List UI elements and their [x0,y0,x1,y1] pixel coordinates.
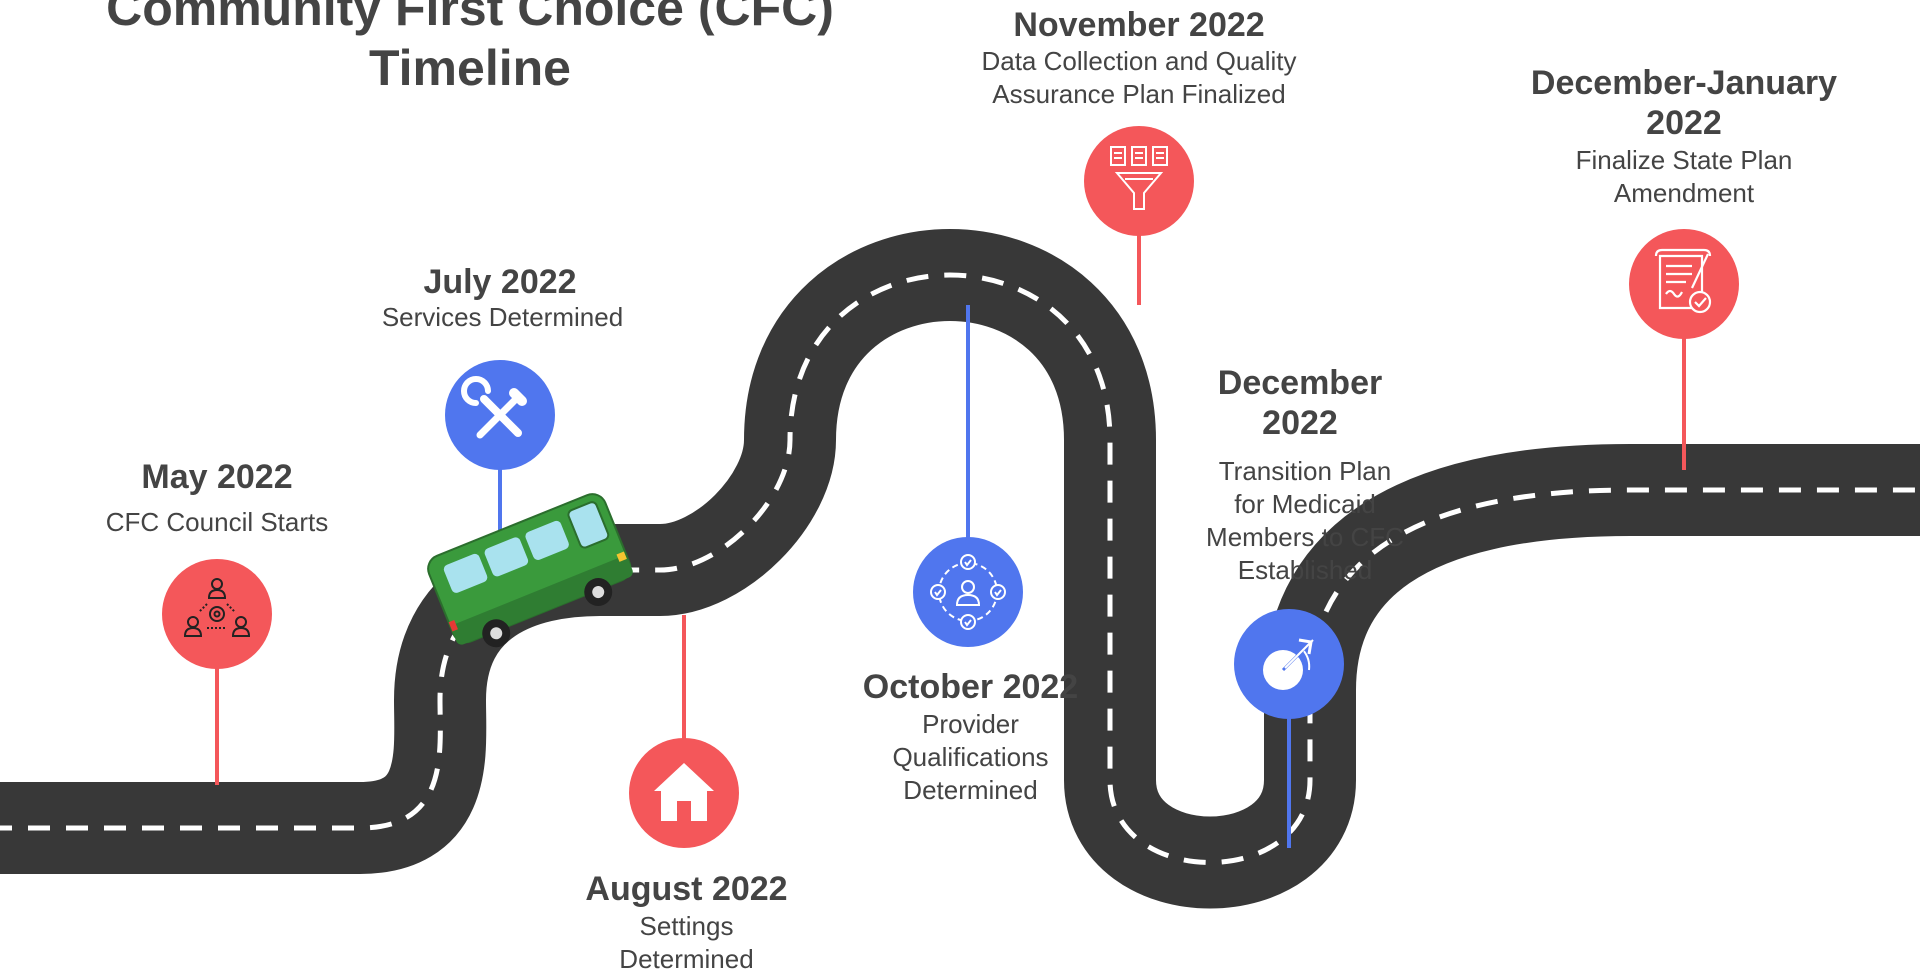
network-user-icon [930,554,1006,630]
milestone-december-description-line-2: for Medicaid [1234,489,1376,519]
bus-illustration [427,493,633,648]
wrench-screwdriver-icon [461,376,527,439]
page-title-line-1: Community First Choice (CFC) [106,0,834,36]
milestone-december-description-line-4: Established [1237,555,1373,585]
milestone-november-title: November 2022 [964,5,1314,45]
home-icon [654,763,714,821]
milestone-july-title: July 2022 [350,262,650,302]
milestone-july-title-text: July 2022 [423,263,577,301]
milestone-november-title-text: November 2022 [1013,6,1265,44]
milestone-december-title-line-1: December [1217,364,1383,402]
page-title-line-2: Timeline [369,40,571,96]
milestone-august-description-line-2: Determined [619,944,754,974]
milestone-august-title-text: August 2022 [585,870,788,908]
milestone-october-title-text: October 2022 [862,668,1079,706]
milestone-october-description-line-2: Qualifications [892,742,1049,772]
milestone-dec-jan-title-line-1: December-January [1530,64,1838,102]
milestone-december-description-line-1: Transition Plan [1218,456,1392,486]
signed-document-icon [1654,248,1712,314]
milestone-dec-jan-title-line-2: 2022 [1646,104,1722,142]
milestone-may-description: CFC Council Starts [47,506,387,539]
milestone-dec-jan-marker [1629,229,1739,339]
milestone-december-marker [1234,609,1344,719]
milestone-november-description-line-2: Assurance Plan Finalized [992,79,1286,109]
page-title: Community First Choice (CFC) Timeline [60,0,880,98]
milestone-october-title: October 2022 [818,667,1123,707]
milestone-december-description-line-3: Members to CFC [1206,522,1404,552]
milestone-dec-jan-title: December-January 2022 [1494,63,1874,143]
milestone-july-description-text: Services Determined [381,302,624,332]
milestone-august-title: August 2022 [534,869,839,909]
milestone-october-description-line-1: Provider [922,709,1019,739]
funnel-data-icon [1110,146,1168,210]
milestone-dec-jan-description: Finalize State Plan Amendment [1499,144,1869,210]
milestone-august-marker [629,738,739,848]
milestone-october-description-line-3: Determined [903,775,1038,805]
milestone-august-description-line-1: Settings [639,911,734,941]
milestone-dec-jan-description-line-2: Amendment [1613,178,1755,208]
transition-arrow-icon [1263,638,1314,690]
team-gear-icon [183,578,251,637]
milestone-august-description: Settings Determined [534,910,839,976]
milestone-november-description: Data Collection and Quality Assurance Pl… [944,45,1334,111]
milestone-may-title: May 2022 [67,457,367,497]
milestone-july-marker [445,360,555,470]
milestone-may-marker [162,559,272,669]
milestone-november-marker [1084,126,1194,236]
milestone-october-marker [913,537,1023,647]
milestone-december-title-line-2: 2022 [1262,404,1338,442]
milestone-december-description: Transition Plan for Medicaid Members to … [1150,455,1460,587]
milestone-may-title-text: May 2022 [141,458,293,496]
milestone-november-description-line-1: Data Collection and Quality [981,46,1297,76]
milestone-dec-jan-description-line-1: Finalize State Plan [1575,145,1793,175]
milestone-may-description-text: CFC Council Starts [105,507,329,537]
milestone-december-title: December 2022 [1150,363,1450,443]
milestone-october-description: Provider Qualifications Determined [818,708,1123,807]
milestone-july-description: Services Determined [330,301,675,334]
milestone-stems [215,230,1686,848]
